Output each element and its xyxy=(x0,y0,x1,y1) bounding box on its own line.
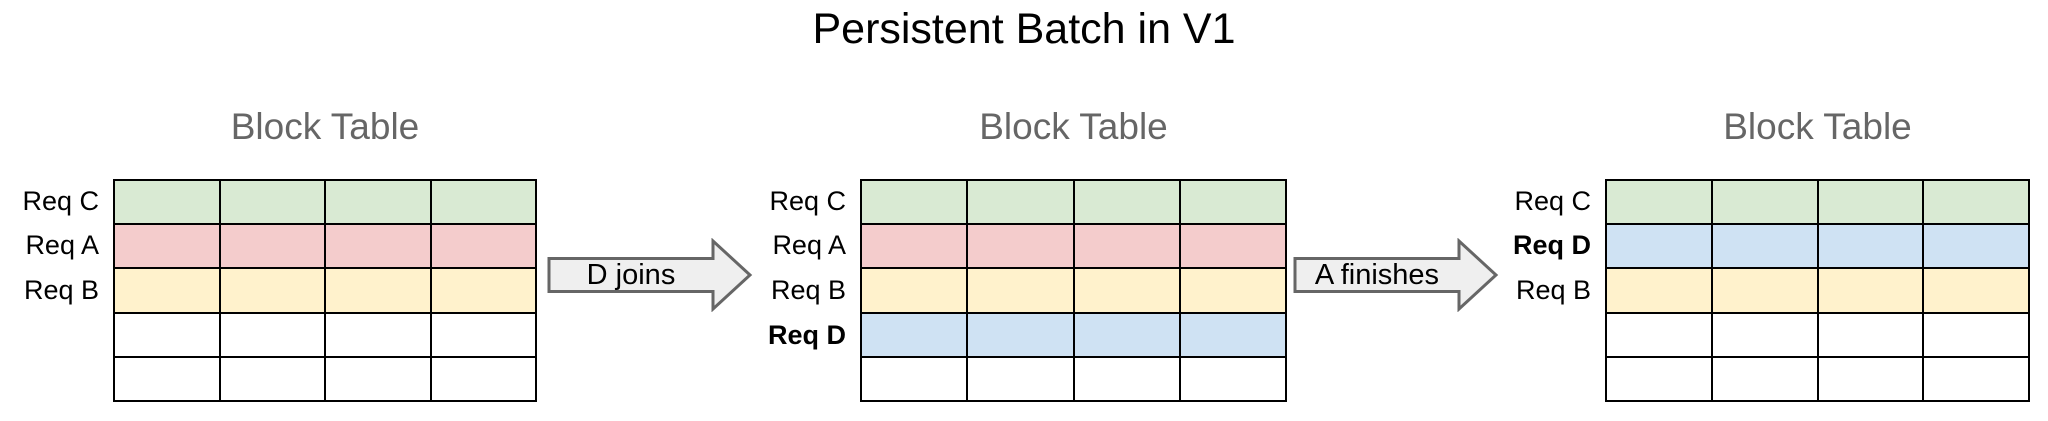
table-cell xyxy=(430,268,536,313)
right-arrow-icon xyxy=(1293,238,1499,312)
table-cell xyxy=(114,268,220,313)
table-cell xyxy=(1923,224,2029,269)
table-cell xyxy=(1606,224,1712,269)
table-cell xyxy=(325,180,431,225)
table-cell xyxy=(114,224,220,269)
row-label: Req B xyxy=(770,274,846,305)
table-cell xyxy=(1817,356,1924,401)
a-finishes-arrow: A finishes xyxy=(1293,238,1501,312)
table-cell xyxy=(219,268,325,313)
table-cell xyxy=(1923,356,2029,401)
table-cell xyxy=(1606,180,1712,225)
row-label: Req C xyxy=(1514,185,1591,216)
row-label: Req A xyxy=(25,230,99,261)
table-cell xyxy=(430,356,536,401)
table-cell xyxy=(1817,224,1924,269)
table-cell xyxy=(967,224,1074,269)
row-label: Req B xyxy=(23,274,99,305)
table-cell xyxy=(861,180,968,225)
table-cell xyxy=(1073,180,1180,225)
d-joins-arrow: D joins xyxy=(547,238,755,312)
table-cell xyxy=(1923,268,2029,313)
table-cell xyxy=(1179,180,1286,225)
table-cell xyxy=(861,356,968,401)
table-cell xyxy=(114,180,220,225)
row-labels-2: Req C Req A Req B Req D xyxy=(716,179,846,402)
table-cell xyxy=(1817,180,1924,225)
table-cell xyxy=(219,180,325,225)
row-label xyxy=(1461,313,1591,358)
table-cell xyxy=(861,312,968,357)
table-cell xyxy=(1711,312,1818,357)
row-labels-3: Req C Req D Req B xyxy=(1461,179,1591,402)
a-finishes-arrow-label: A finishes xyxy=(1314,258,1440,291)
table-cell xyxy=(1073,268,1180,313)
row-label xyxy=(716,357,846,402)
table-cell xyxy=(325,268,431,313)
table-cell xyxy=(325,224,431,269)
row-label: Req C xyxy=(22,185,99,216)
table-cell xyxy=(219,312,325,357)
table-cell xyxy=(1923,180,2029,225)
table-cell xyxy=(1179,268,1286,313)
block-table-heading-1: Block Table xyxy=(230,106,420,147)
row-label: Req A xyxy=(772,230,846,261)
table-cell xyxy=(219,224,325,269)
table-cell xyxy=(430,180,536,225)
table-cell xyxy=(114,312,220,357)
table-cell xyxy=(1606,312,1712,357)
row-label xyxy=(1461,357,1591,402)
row-label xyxy=(0,313,99,358)
table-cell xyxy=(1711,224,1818,269)
table-cell xyxy=(1606,356,1712,401)
table-cell xyxy=(1073,224,1180,269)
right-arrow-icon xyxy=(547,238,753,312)
table-cell xyxy=(967,180,1074,225)
row-labels-1: Req C Req A Req B xyxy=(0,179,99,402)
table-cell xyxy=(1711,180,1818,225)
row-label: Req C xyxy=(769,185,846,216)
table-cell xyxy=(861,224,968,269)
block-table-1 xyxy=(113,179,537,402)
page-title: Persistent Batch in V1 xyxy=(812,5,1236,53)
table-cell xyxy=(1606,268,1712,313)
block-table-2 xyxy=(860,179,1287,402)
table-cell xyxy=(1179,356,1286,401)
table-cell xyxy=(114,356,220,401)
row-label: Req D xyxy=(767,319,846,350)
table-cell xyxy=(1179,224,1286,269)
table-cell xyxy=(430,312,536,357)
table-cell xyxy=(1711,268,1818,313)
table-cell xyxy=(1923,312,2029,357)
d-joins-arrow-label: D joins xyxy=(586,258,676,291)
block-table-heading-2: Block Table xyxy=(979,106,1168,147)
table-cell xyxy=(967,312,1074,357)
table-cell xyxy=(967,268,1074,313)
table-cell xyxy=(1817,312,1924,357)
block-table-3 xyxy=(1605,179,2030,402)
row-label: Req D xyxy=(1512,230,1591,261)
row-label: Req B xyxy=(1515,274,1591,305)
table-cell xyxy=(430,224,536,269)
table-cell xyxy=(325,312,431,357)
table-cell xyxy=(1711,356,1818,401)
table-cell xyxy=(1179,312,1286,357)
table-cell xyxy=(1073,312,1180,357)
table-cell xyxy=(325,356,431,401)
table-cell xyxy=(1073,356,1180,401)
block-table-heading-3: Block Table xyxy=(1723,106,1912,147)
table-cell xyxy=(219,356,325,401)
table-cell xyxy=(967,356,1074,401)
row-label xyxy=(0,357,99,402)
table-cell xyxy=(1817,268,1924,313)
table-cell xyxy=(861,268,968,313)
